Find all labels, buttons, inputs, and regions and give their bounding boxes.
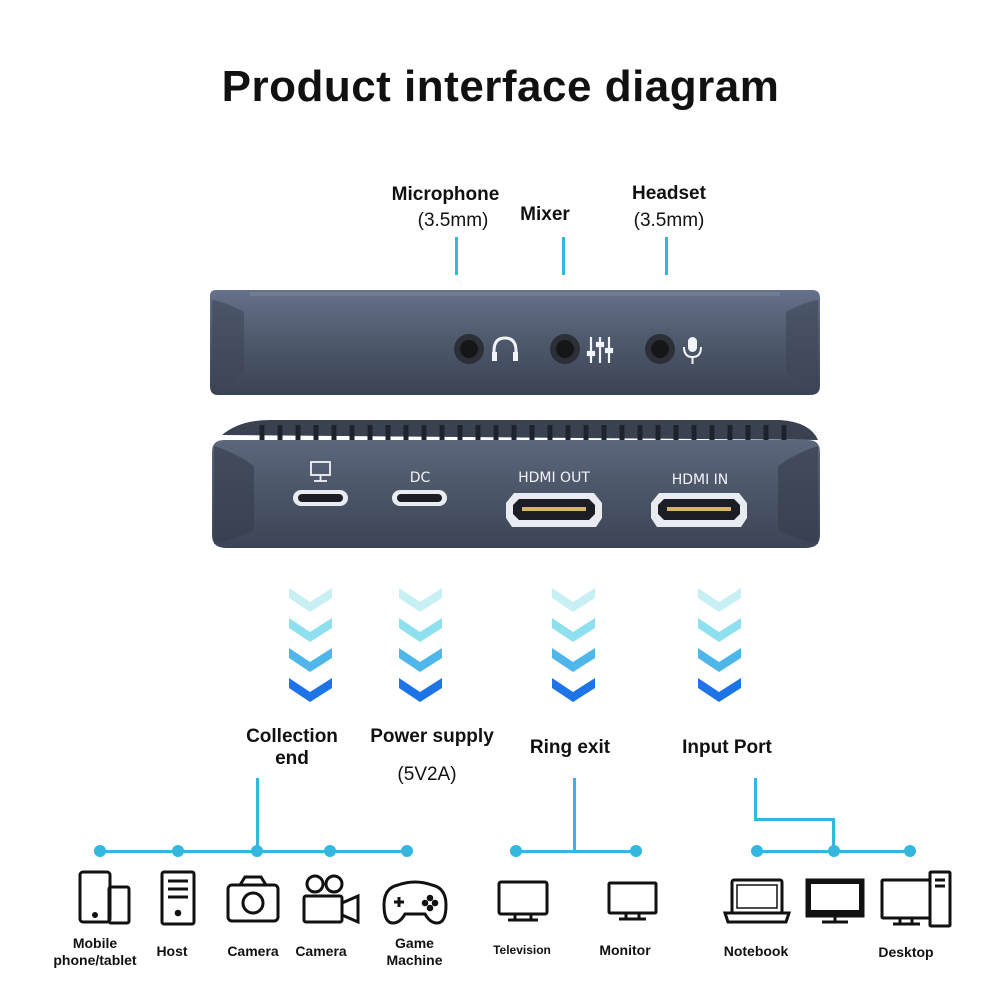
desktop-icon [805,878,865,924]
power-supply-label: Power supply [370,726,494,747]
tv-icon [497,880,549,922]
mixer-icon [586,337,614,363]
microphone-spec: (3.5mm) [417,210,489,231]
connector-dot [401,845,413,857]
connector-dot [251,845,263,857]
device-audio-side [210,290,820,395]
headset-spec: (3.5mm) [633,210,705,231]
chevron-arrow-ring [552,588,595,702]
microphone-leader-line [455,237,458,275]
connector-dot [172,845,184,857]
ring-exit-label: Ring exit [529,737,611,758]
device-video-side [212,420,820,548]
input-drop-line [832,818,835,852]
host-label: Host [156,943,188,959]
game-machine-label: Game Machine [386,935,443,968]
monitor-label: Monitor [599,942,651,958]
page-title: Product interface diagram [221,62,780,111]
hdmi-out-port-label: HDMI OUT [518,470,590,486]
input-stem-line [754,778,757,821]
input-port-label: Input Port [682,737,772,758]
host-icon [160,870,196,926]
mobile-icon [78,870,131,925]
ventilation-slots [259,425,787,440]
input-jog-line [754,818,835,821]
desktop-icon [880,870,952,928]
mixer-label: Mixer [520,204,570,225]
chevron-arrow-input [698,588,741,702]
camera-icon [226,875,280,923]
headphone-icon [492,336,518,361]
desktop-label: Desktop [878,944,934,960]
connector-dot [324,845,336,857]
hdmi-in-port-label: HDMI IN [671,472,729,488]
microphone-icon [683,337,702,364]
microphone-label: Microphone [391,184,500,205]
connector-dot [751,845,763,857]
ring-bus-line [516,850,636,853]
camera-label: Camera [295,943,347,959]
notebook-icon [722,878,792,924]
headset-label: Headset [632,183,706,204]
chevron-arrow-collection [289,588,332,702]
connector-dot [510,845,522,857]
video-camera-icon [302,874,360,925]
connector-dot [904,845,916,857]
connector-dot [630,845,642,857]
television-label: Television [493,943,551,957]
gamepad-icon [382,880,448,925]
chevron-arrow-power [399,588,442,702]
connector-dot [94,845,106,857]
dc-port-label: DC [409,470,431,486]
notebook-label: Notebook [723,943,789,959]
monitor-icon [607,881,658,921]
headset-leader-line [665,237,668,275]
connector-dot [828,845,840,857]
power-supply-spec: (5V2A) [397,764,457,785]
mixer-leader-line [562,237,565,275]
chevron-arrows [289,588,741,702]
camera-label: Camera [227,943,279,959]
collection-end-label: Collection end [246,726,338,769]
collection-stem-line [256,778,259,852]
ring-stem-line [573,778,576,852]
mobile-label: Mobile phone/tablet [53,935,137,968]
monitor-icon [310,461,331,482]
